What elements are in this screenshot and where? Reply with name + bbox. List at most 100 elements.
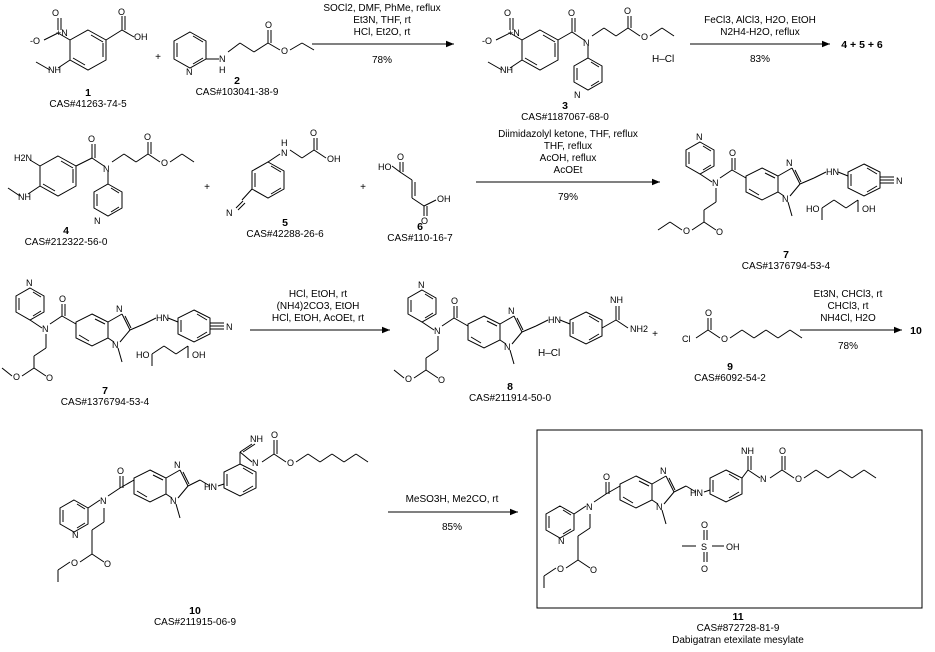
compound-11-o-carbamate: O [779,446,786,456]
reaction-2: FeCl3, AlCl3, H2O, EtOH N2H4-H2O, reflux… [690,15,830,65]
compound-1-structure: O OH O +N -O NH [30,7,148,75]
compound-5-cas: CAS#42288-26-6 [246,229,324,240]
compound-2-h-label: H [219,65,226,75]
compound-11-nh-label: NH [741,446,754,456]
compound-6-oh-label: OH [437,194,451,204]
compound-10-number: 10 [189,605,201,617]
compound-7a-o-ester-2: O [683,226,690,236]
reaction-2-condition-1: FeCl3, AlCl3, H2O, EtOH [704,15,816,26]
compound-6-o-label: O [397,152,404,162]
reaction-4: HCl, EtOH, rt (NH4)2CO3, EtOH HCl, EtOH,… [250,289,390,334]
compound-7a-number: 7 [783,249,789,261]
compound-8-o-ester: O [438,375,445,385]
reaction-3-condition-4: AcOEt [554,165,583,176]
reaction-5-condition-1: Et3N, CHCl3, rt [814,289,883,300]
compound-7a-oh-label: OH [862,204,876,214]
compound-7b-pyridine-n: N [26,278,33,288]
compound-2-number: 2 [234,75,240,87]
compound-1-number: 1 [85,87,91,99]
compound-5-number: 5 [282,217,288,229]
compound-7a-pyridine-n: N [696,132,703,142]
compound-4-n-label: N [103,164,110,174]
plus-sign-3: + [360,182,366,193]
reaction-2-products: 4 + 5 + 6 [841,39,883,51]
compound-10-n-carbamate: N [252,458,259,468]
compound-10-o-label: O [117,466,124,476]
compound-7b-oh-label: OH [192,350,206,360]
compound-3-number: 3 [562,100,568,112]
compound-3-nplus-label: +N [508,28,520,38]
compound-7-structure-a: N N O N N HN N O O HO OH [657,132,903,237]
compound-6-number: 6 [417,221,423,233]
compound-7b-o-ester: O [46,373,53,383]
compound-3-cas: CAS#1187067-68-0 [521,112,609,123]
plus-sign-1: + [155,52,161,63]
compound-11-amide-n: N [586,502,593,512]
compound-3-o-label-4: O [504,8,511,18]
compound-10-pyridine-n: N [72,530,79,540]
compound-11-o-ester-2: O [557,564,564,574]
compound-11-structure: N N O N N HN NH N O O O O O S O OH [543,446,877,588]
compound-1-cas: CAS#41263-74-5 [49,99,127,110]
compound-1-o-label-2: O [52,8,59,18]
compound-9-cl-label: Cl [682,334,691,344]
compound-11-number: 11 [732,611,743,623]
compound-3-o-label-2: O [624,6,631,16]
reaction-6-condition-1: MeSO3H, Me2CO, rt [406,494,499,505]
compound-2-structure: N N H O O [173,20,315,77]
compound-9-cas: CAS#6092-54-2 [694,373,766,384]
reaction-3-yield: 79% [558,192,578,203]
reaction-5-yield: 78% [838,341,858,352]
compound-5-nitrile-n: N [226,208,233,218]
compound-2-nh-label: N [219,54,226,64]
compound-11-o-label: O [603,472,610,482]
reaction-4-condition-2: (NH4)2CO3, EtOH [277,301,360,312]
compound-3-pyridine-n: N [574,90,581,100]
compound-6-cas: CAS#110-16-7 [387,233,453,244]
compound-11-pyridine-n: N [558,536,565,546]
compound-2-cas: CAS#103041-38-9 [196,87,279,98]
compound-7b-n-methyl: N [112,340,119,350]
compound-8-o-label: O [451,296,458,306]
compound-10-o-carbamate-2: O [287,458,294,468]
compound-11-name: Dabigatran etexilate mesylate [672,635,804,646]
compound-3-o-label: O [568,8,575,18]
compound-1-o-label: O [118,7,125,17]
reaction-3-condition-2: THF, reflux [544,141,592,152]
compound-11-s-o-top: O [701,520,708,530]
plus-sign-4: + [652,329,658,340]
compound-3-nh-label: NH [500,65,513,75]
compound-4-o-label-2: O [144,132,151,142]
compound-8-cas: CAS#211914-50-0 [469,393,552,404]
compound-11-n-methyl: N [656,502,663,512]
compound-6-o-label-2: O [421,216,428,226]
compound-3-n-label: N [583,38,590,48]
compound-11-hn-label: HN [690,488,703,498]
compound-1-nh-label: NH [48,65,61,75]
compound-3-hcl: H–Cl [652,54,674,65]
compound-5-oh-label: OH [327,154,341,164]
reaction-1-condition-1: SOCl2, DMF, PhMe, reflux [323,3,440,14]
compound-7a-o-label: O [729,148,736,158]
compound-7b-number: 7 [102,385,108,397]
compound-11-oh-label: OH [726,542,740,552]
compound-7a-hn-label: HN [826,167,839,177]
reaction-4-condition-1: HCl, EtOH, rt [289,289,348,300]
compound-7b-nitrile-n: N [226,322,233,332]
compound-10-nh-label: NH [250,434,263,444]
compound-10-o-carbamate: O [271,430,278,440]
compound-8-pyridine-n: N [418,280,425,290]
compound-7a-n-label: N [786,158,793,168]
reaction-1-condition-3: HCl, Et2O, rt [354,27,411,38]
compound-7a-amide-n: N [712,178,719,188]
compound-8-nh2-label: NH2 [630,324,648,334]
compound-4-h2n-label: H2N [14,153,32,163]
compound-7b-ho-label: HO [136,350,150,360]
compound-4-structure: O N O O N H2N NH [7,132,195,226]
compound-3-ominus-label: -O [482,36,492,46]
compound-10-o-ester: O [104,559,111,569]
reaction-1-condition-2: Et3N, THF, rt [353,15,411,26]
compound-3-structure: O N O O N O +N -O NH [482,6,675,100]
reaction-1-yield: 78% [372,55,392,66]
